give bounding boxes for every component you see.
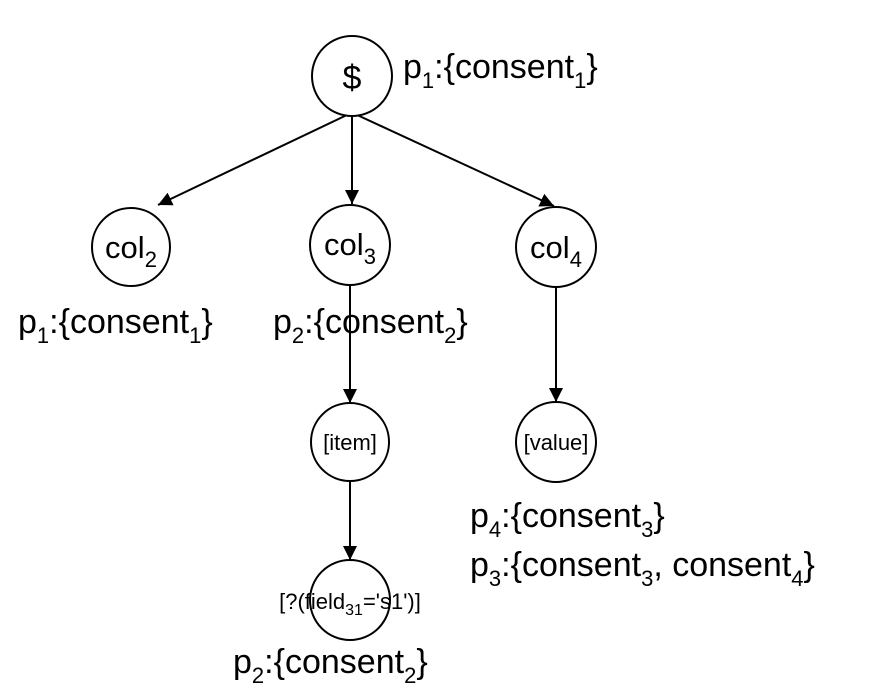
annotation-filter: p2:{consent2} — [233, 643, 428, 688]
node-root: $ — [311, 35, 393, 117]
annotation-col2: p1:{consent1} — [18, 303, 213, 348]
edge-root-col2 — [157, 113, 350, 206]
node-filter-label: [?(field31='s1')] — [279, 589, 421, 619]
node-item: [item] — [310, 402, 390, 482]
annotation-root: p1:{consent1} — [403, 48, 598, 93]
annotation-col3: p2:{consent2} — [273, 303, 468, 348]
node-filter: [?(field31='s1')] — [279, 559, 421, 641]
node-col2: col2 — [91, 207, 171, 287]
annotation-value-p4: p4:{consent3} — [470, 497, 665, 542]
node-root-label: $ — [343, 59, 362, 97]
annotation-value-p3: p3:{consent3, consent4} — [470, 546, 815, 591]
node-col3: col3 — [309, 204, 391, 286]
node-value-label: [value] — [524, 430, 589, 455]
node-value: [value] — [515, 401, 597, 483]
edge-root-col4 — [354, 113, 555, 207]
node-item-label: [item] — [323, 430, 377, 455]
node-col4-label: col4 — [530, 230, 582, 272]
edges — [157, 113, 563, 560]
node-col2-label: col2 — [105, 230, 157, 272]
node-col3-label: col3 — [324, 227, 376, 269]
node-col4: col4 — [515, 206, 597, 288]
